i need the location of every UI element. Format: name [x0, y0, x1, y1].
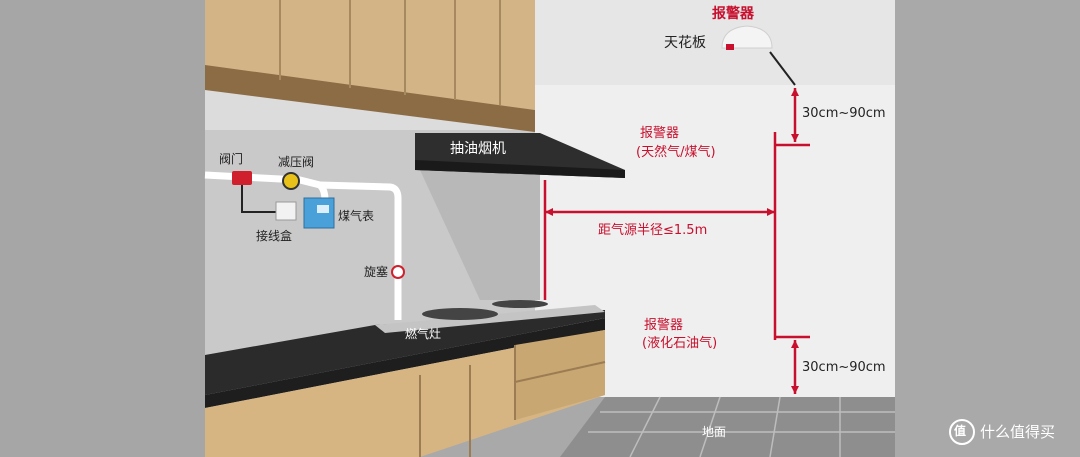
natural-gas-label: (天然气/煤气) [636, 145, 716, 160]
upper-cabinet-body [205, 0, 535, 110]
arrow-right [767, 208, 775, 216]
arrow-up [791, 340, 799, 348]
drawer-seam [514, 361, 606, 383]
stove-top [375, 305, 605, 333]
hood-edge [415, 160, 625, 178]
gas-meter-window [317, 205, 329, 213]
plug-valve-label: 旋塞 [364, 265, 389, 279]
wire [241, 185, 280, 213]
stove-label: 燃气灶 [405, 327, 442, 341]
alarm-lpg-label: 报警器 [644, 318, 684, 333]
watermark-icon-glyph: 值 [954, 424, 967, 438]
range-hood [415, 133, 625, 178]
lower-cabinets [205, 330, 606, 457]
valve-label: 阀门 [219, 152, 244, 166]
junction-box-label: 接线盒 [256, 229, 293, 243]
drawer-block [515, 330, 605, 420]
alarm-top-label: 报警器 [712, 6, 754, 22]
hood-shadow [420, 170, 540, 300]
lower-cabinet-body [205, 330, 605, 457]
burner-right [492, 300, 548, 308]
lpg-label: (液化石油气) [642, 336, 718, 351]
distance-label: 距气源半径≤1.5m [598, 223, 708, 238]
valve-icon [232, 171, 252, 185]
pointer-line [769, 51, 796, 86]
floor-grid [588, 396, 895, 457]
alarm-natural-gas-label: 报警器 [640, 126, 680, 141]
arrow-down [791, 386, 799, 394]
pipe-to-stove [319, 181, 402, 320]
arrow-up [791, 88, 799, 96]
ceiling-alarm-device [721, 25, 796, 86]
alarm-indicator [726, 44, 734, 50]
upper-cabinet-bottom [205, 65, 535, 132]
countertop [205, 310, 605, 395]
measurement-lines [543, 88, 810, 394]
arrow-left [545, 208, 553, 216]
alarm-device-icon [721, 25, 773, 49]
floor-label: 地面 [702, 425, 727, 439]
watermark-text: 什么值得买 [980, 423, 1056, 441]
burner-left [422, 308, 498, 320]
top-distance-label: 30cm~90cm [802, 106, 886, 121]
hood-label: 抽油烟机 [450, 141, 506, 157]
ceiling-label: 天花板 [664, 35, 706, 51]
upper-cabinets [205, 0, 535, 132]
arrowheads [545, 88, 799, 394]
gas-meter-label: 煤气表 [338, 209, 375, 223]
countertop-edge [205, 318, 605, 408]
regulator-icon [282, 172, 300, 190]
junction-box-icon [275, 201, 297, 221]
watermark-logo-icon [949, 419, 975, 445]
arrow-down [791, 134, 799, 142]
left-margin [0, 0, 205, 457]
plug-valve-icon [391, 265, 405, 279]
bottom-distance-label: 30cm~90cm [802, 360, 886, 375]
floor [560, 397, 895, 457]
regulator-label: 减压阀 [278, 155, 315, 169]
